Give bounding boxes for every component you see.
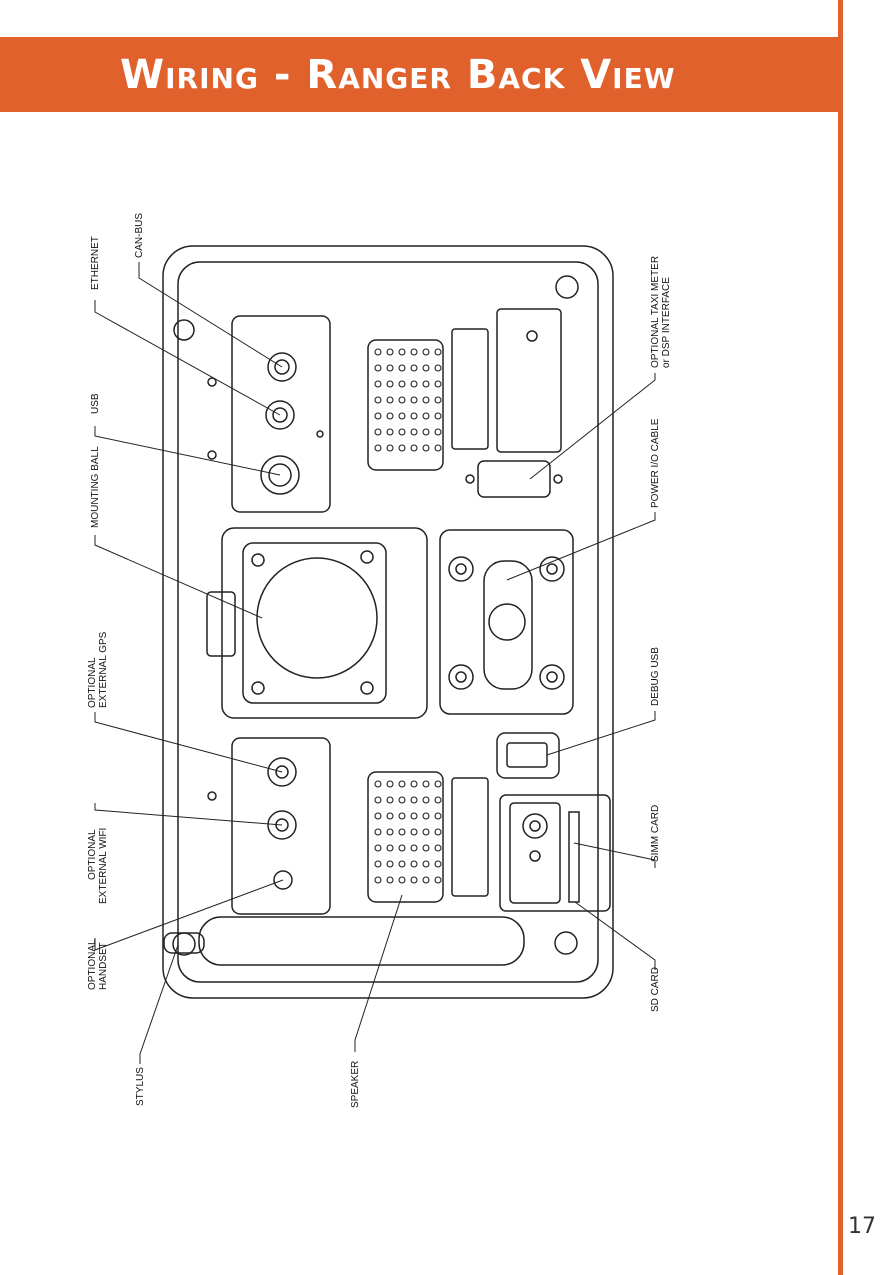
label-can-bus: CAN-BUS	[134, 213, 145, 258]
speaker-grille-bottom	[367, 771, 444, 903]
leader-debug-usb	[546, 711, 656, 756]
label-ext-wifi-line2: EXTERNAL WIFI	[98, 828, 109, 904]
label-handset-line1: OPTIONAL	[87, 939, 98, 990]
card-bay	[499, 794, 611, 912]
power-io-recess	[439, 529, 574, 715]
ranger-back-view-diagram: ETHERNET CAN-BUS USB MOUNTING BALL OPTIO…	[87, 213, 672, 1108]
label-debug-usb: DEBUG USB	[650, 647, 661, 706]
label-handset-line2: HANDSET	[98, 942, 109, 990]
leader-can-bus	[138, 262, 283, 368]
usb-connector	[260, 455, 300, 495]
label-mounting-ball: MOUNTING BALL	[90, 446, 101, 528]
power-io-connector	[488, 603, 526, 641]
leader-speaker	[354, 894, 403, 1052]
label-stylus: STYLUS	[135, 1067, 146, 1106]
corner-hole	[173, 319, 195, 341]
leader-usb	[94, 426, 281, 476]
sim-slot	[568, 811, 580, 903]
accent-sidebar-line	[838, 0, 843, 1275]
title-banner	[0, 37, 838, 112]
mounting-ball	[256, 557, 378, 679]
label-ext-wifi-line1: OPTIONAL	[87, 829, 98, 880]
label-power-io: POWER I/O CABLE	[650, 418, 661, 508]
label-simm-card: SIMM CARD	[650, 805, 661, 862]
corner-hole	[555, 275, 579, 299]
label-ext-gps-line2: EXTERNAL GPS	[98, 631, 109, 708]
leader-stylus	[139, 944, 179, 1064]
leader-mounting-ball	[94, 535, 263, 619]
leader-taxi	[529, 373, 656, 480]
leader-ext-wifi	[94, 803, 283, 826]
ext-gps-connector	[267, 757, 297, 787]
label-usb: USB	[90, 393, 101, 414]
device-inner-bezel	[177, 261, 599, 983]
speaker-grille-top	[367, 339, 444, 471]
ethernet-connector	[265, 400, 295, 430]
connector-panel-top	[231, 315, 331, 513]
label-speaker: SPEAKER	[350, 1061, 361, 1108]
leader-sd-card	[574, 901, 656, 970]
mounting-ball-plate	[221, 527, 428, 719]
label-taxi-line1: OPTIONAL TAXI METER	[650, 256, 661, 368]
db9-serial-port	[477, 460, 551, 498]
page-title: Wiring - Ranger Back View	[120, 52, 676, 98]
can-bus-connector	[267, 352, 297, 382]
leader-ext-gps	[94, 712, 283, 773]
corner-hole	[554, 931, 578, 955]
leader-simm	[573, 842, 656, 868]
label-ethernet: ETHERNET	[90, 236, 101, 290]
label-sd-card: SD CARD	[650, 967, 661, 1012]
leader-power-io	[506, 512, 656, 581]
leader-handset	[94, 879, 284, 951]
stylus	[198, 916, 525, 966]
label-ext-gps-line1: OPTIONAL	[87, 657, 98, 708]
leader-ethernet	[94, 300, 281, 416]
corner-hole	[172, 932, 196, 956]
ext-wifi-connector	[267, 810, 297, 840]
debug-usb-port	[496, 732, 560, 779]
taxi-meter-panel	[496, 308, 562, 453]
page-number: 17	[848, 1214, 876, 1239]
device-housing	[162, 245, 614, 999]
connector-panel-bottom	[231, 737, 331, 915]
label-taxi-line2: or DSP INTERFACE	[661, 277, 672, 368]
handset-connector	[273, 870, 293, 890]
